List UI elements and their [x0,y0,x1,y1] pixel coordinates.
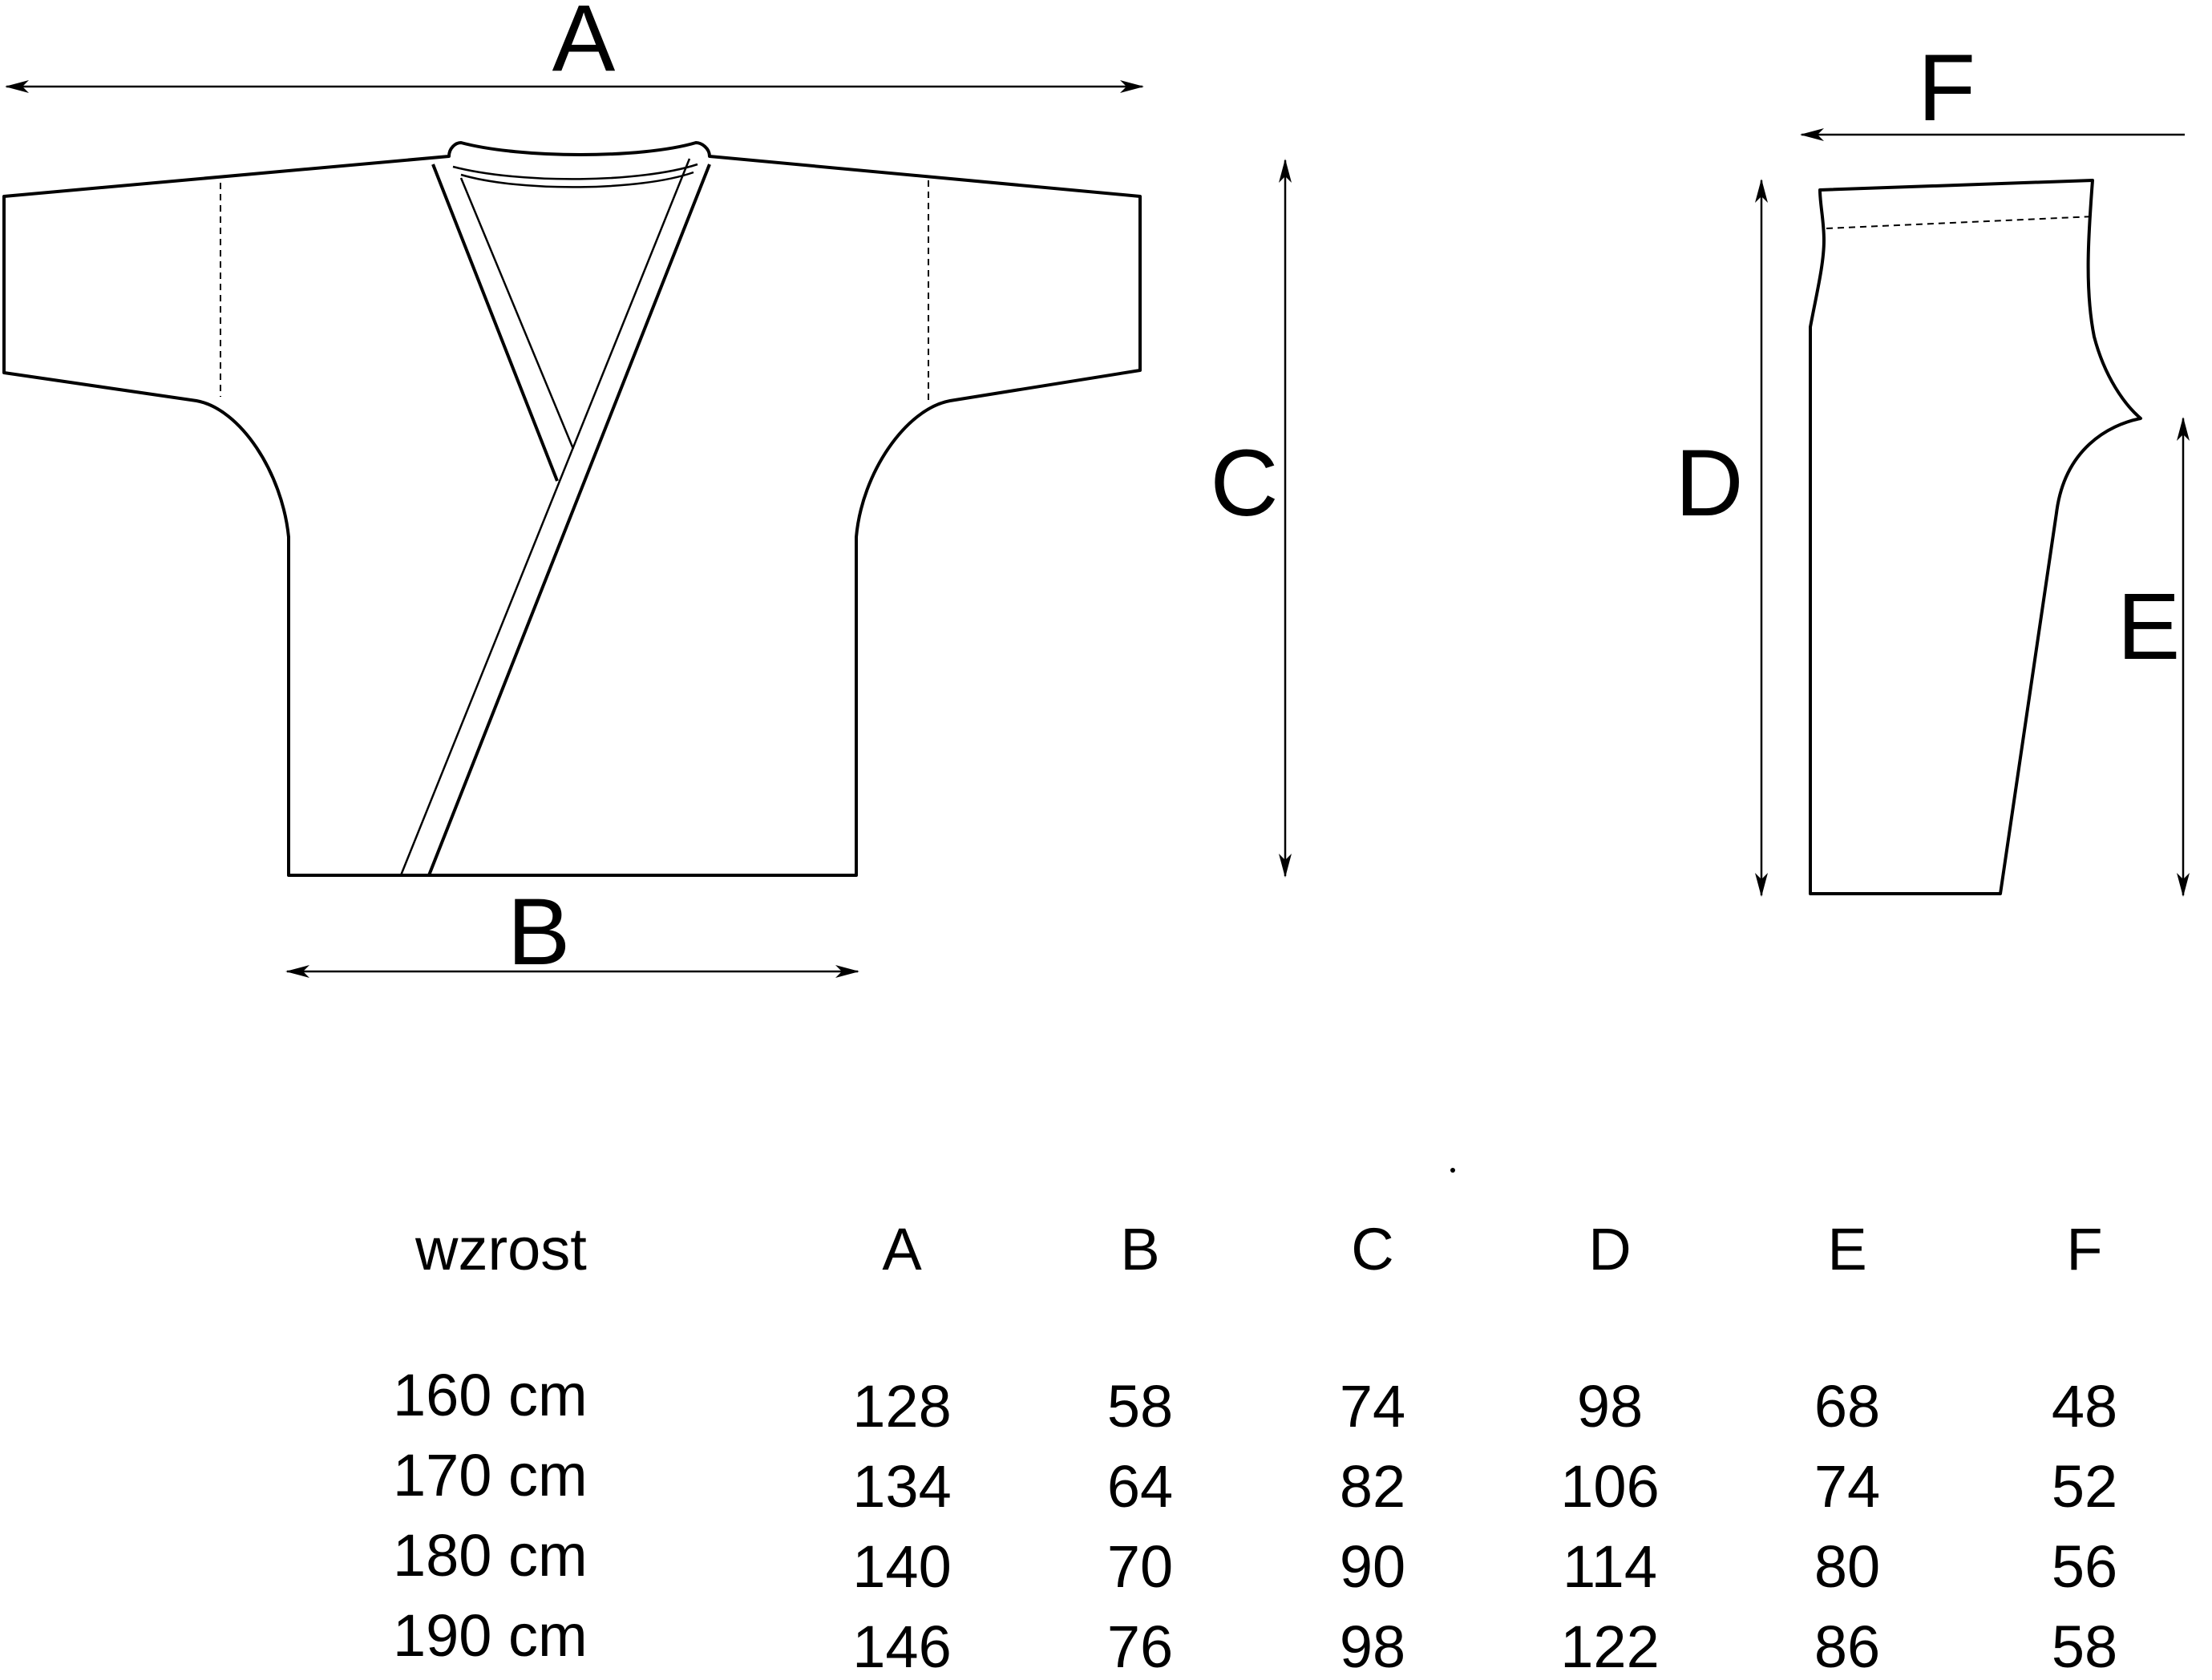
table-cell: 98 [1339,1613,1406,1680]
table-cell: 56 [2051,1533,2118,1600]
label-d: D [1675,430,1743,536]
pants-drawing [1809,179,2142,895]
table-column-header: D [1588,1216,1632,1282]
table-column-header: A [882,1216,922,1282]
table-cell: 146 [852,1613,952,1680]
table-column-header: E [1827,1216,1867,1282]
table-cell: 74 [1814,1453,1881,1520]
table-cell: 52 [2051,1453,2118,1520]
table-cell: 114 [1563,1533,1657,1600]
table-cell: 74 [1339,1373,1406,1440]
label-e: E [2117,574,2181,680]
table-cell: 140 [852,1533,952,1600]
pants-outline [1809,179,2142,895]
table-cell: 48 [2051,1373,2118,1440]
table-cell: 70 [1106,1533,1174,1600]
table-cell: 80 [1814,1533,1881,1600]
table-column-header: F [2066,1216,2103,1282]
table-cell: 134 [852,1453,952,1520]
table-column-header: B [1120,1216,1160,1282]
table-cell: 90 [1339,1533,1406,1600]
table-row-label: 170 cm [393,1442,588,1508]
jacket-lapel-right-inner [399,158,691,876]
label-b: B [508,879,571,985]
jacket-lapel-left [431,164,559,482]
table-cell: 98 [1576,1373,1644,1440]
table-cell: 82 [1339,1453,1406,1520]
table-cell: 106 [1560,1453,1660,1520]
table-row-header: wzrost [415,1216,587,1282]
table-cell: 58 [1106,1373,1174,1440]
jacket-collar-inner [452,163,698,180]
jacket-lapel-right [427,164,711,876]
label-f: F [1918,35,1975,141]
jacket-drawing [2,141,1142,877]
table-cell: 64 [1106,1453,1174,1520]
jacket-collar-inner-2 [460,171,694,188]
table-row-label: 180 cm [393,1522,588,1589]
jacket-lapel-left-inner [459,177,575,450]
speck [1450,1168,1455,1173]
pants-waistband [1826,216,2095,229]
label-c: C [1210,430,1278,536]
table-cell: 128 [852,1373,952,1440]
table-cell: 86 [1814,1613,1881,1680]
label-a: A [552,0,616,91]
table-cell: 122 [1560,1613,1660,1680]
table-row-label: 190 cm [393,1602,588,1669]
table-cell: 76 [1106,1613,1174,1680]
table-column-header: C [1351,1216,1394,1282]
jacket-outline [2,141,1142,877]
table-cell: 58 [2051,1613,2118,1680]
table-row-label: 160 cm [393,1362,588,1428]
table-cell: 68 [1814,1373,1881,1440]
